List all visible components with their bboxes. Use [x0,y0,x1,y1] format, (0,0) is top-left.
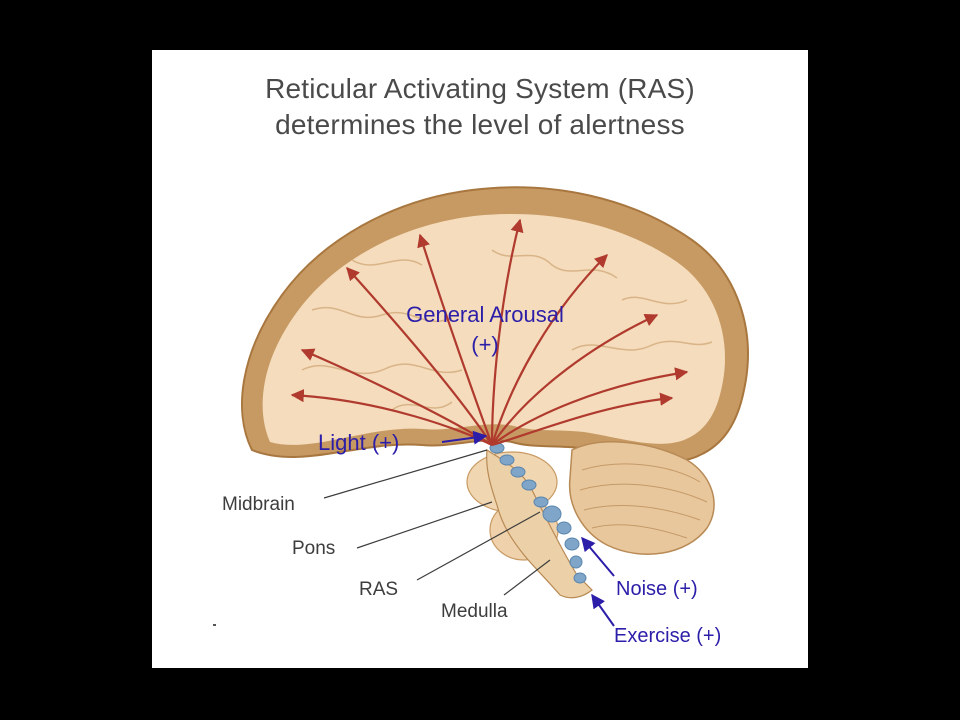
brain-diagram: General Arousal (+) Light (+) Midbrain P… [213,186,749,647]
label-noise: Noise (+) [616,578,698,600]
ras-nuclei [489,442,587,584]
leader-lines [323,449,551,596]
label-pons: Pons [292,538,335,559]
cerebellum [568,441,715,555]
corner-mark [213,624,216,626]
stimulus-arrows [441,430,615,627]
diagram-title-line2: determines the level of alertness [275,109,685,140]
light-arrow [441,430,488,445]
pons-leader [356,501,493,549]
label-medulla: Medulla [441,601,508,622]
arousal-arrow [490,218,524,446]
label-midbrain: Midbrain [222,494,295,515]
arousal-arrow [491,392,674,447]
arousal-arrow [491,314,659,446]
label-light: Light (+) [318,430,399,455]
midbrain-leader [323,449,488,499]
label-ras: RAS [359,579,398,600]
arousal-arrow [417,233,494,446]
diagram-title-line1: Reticular Activating System (RAS) [265,73,695,104]
medulla-leader [503,559,551,596]
ras-leader [416,511,541,581]
arousal-arrow [346,267,493,446]
noise-arrow [581,536,615,577]
label-general-arousal-sign: (+) [471,332,499,357]
exercise-arrow [591,593,615,627]
arousal-arrow [491,367,689,446]
label-exercise: Exercise (+) [614,625,721,647]
label-general-arousal: General Arousal [406,302,564,327]
arousal-arrow [490,254,608,446]
cerebrum-inner [262,213,725,445]
slide-panel: Reticular Activating System (RAS) determ… [152,50,808,668]
cerebellum-folia [579,463,708,539]
